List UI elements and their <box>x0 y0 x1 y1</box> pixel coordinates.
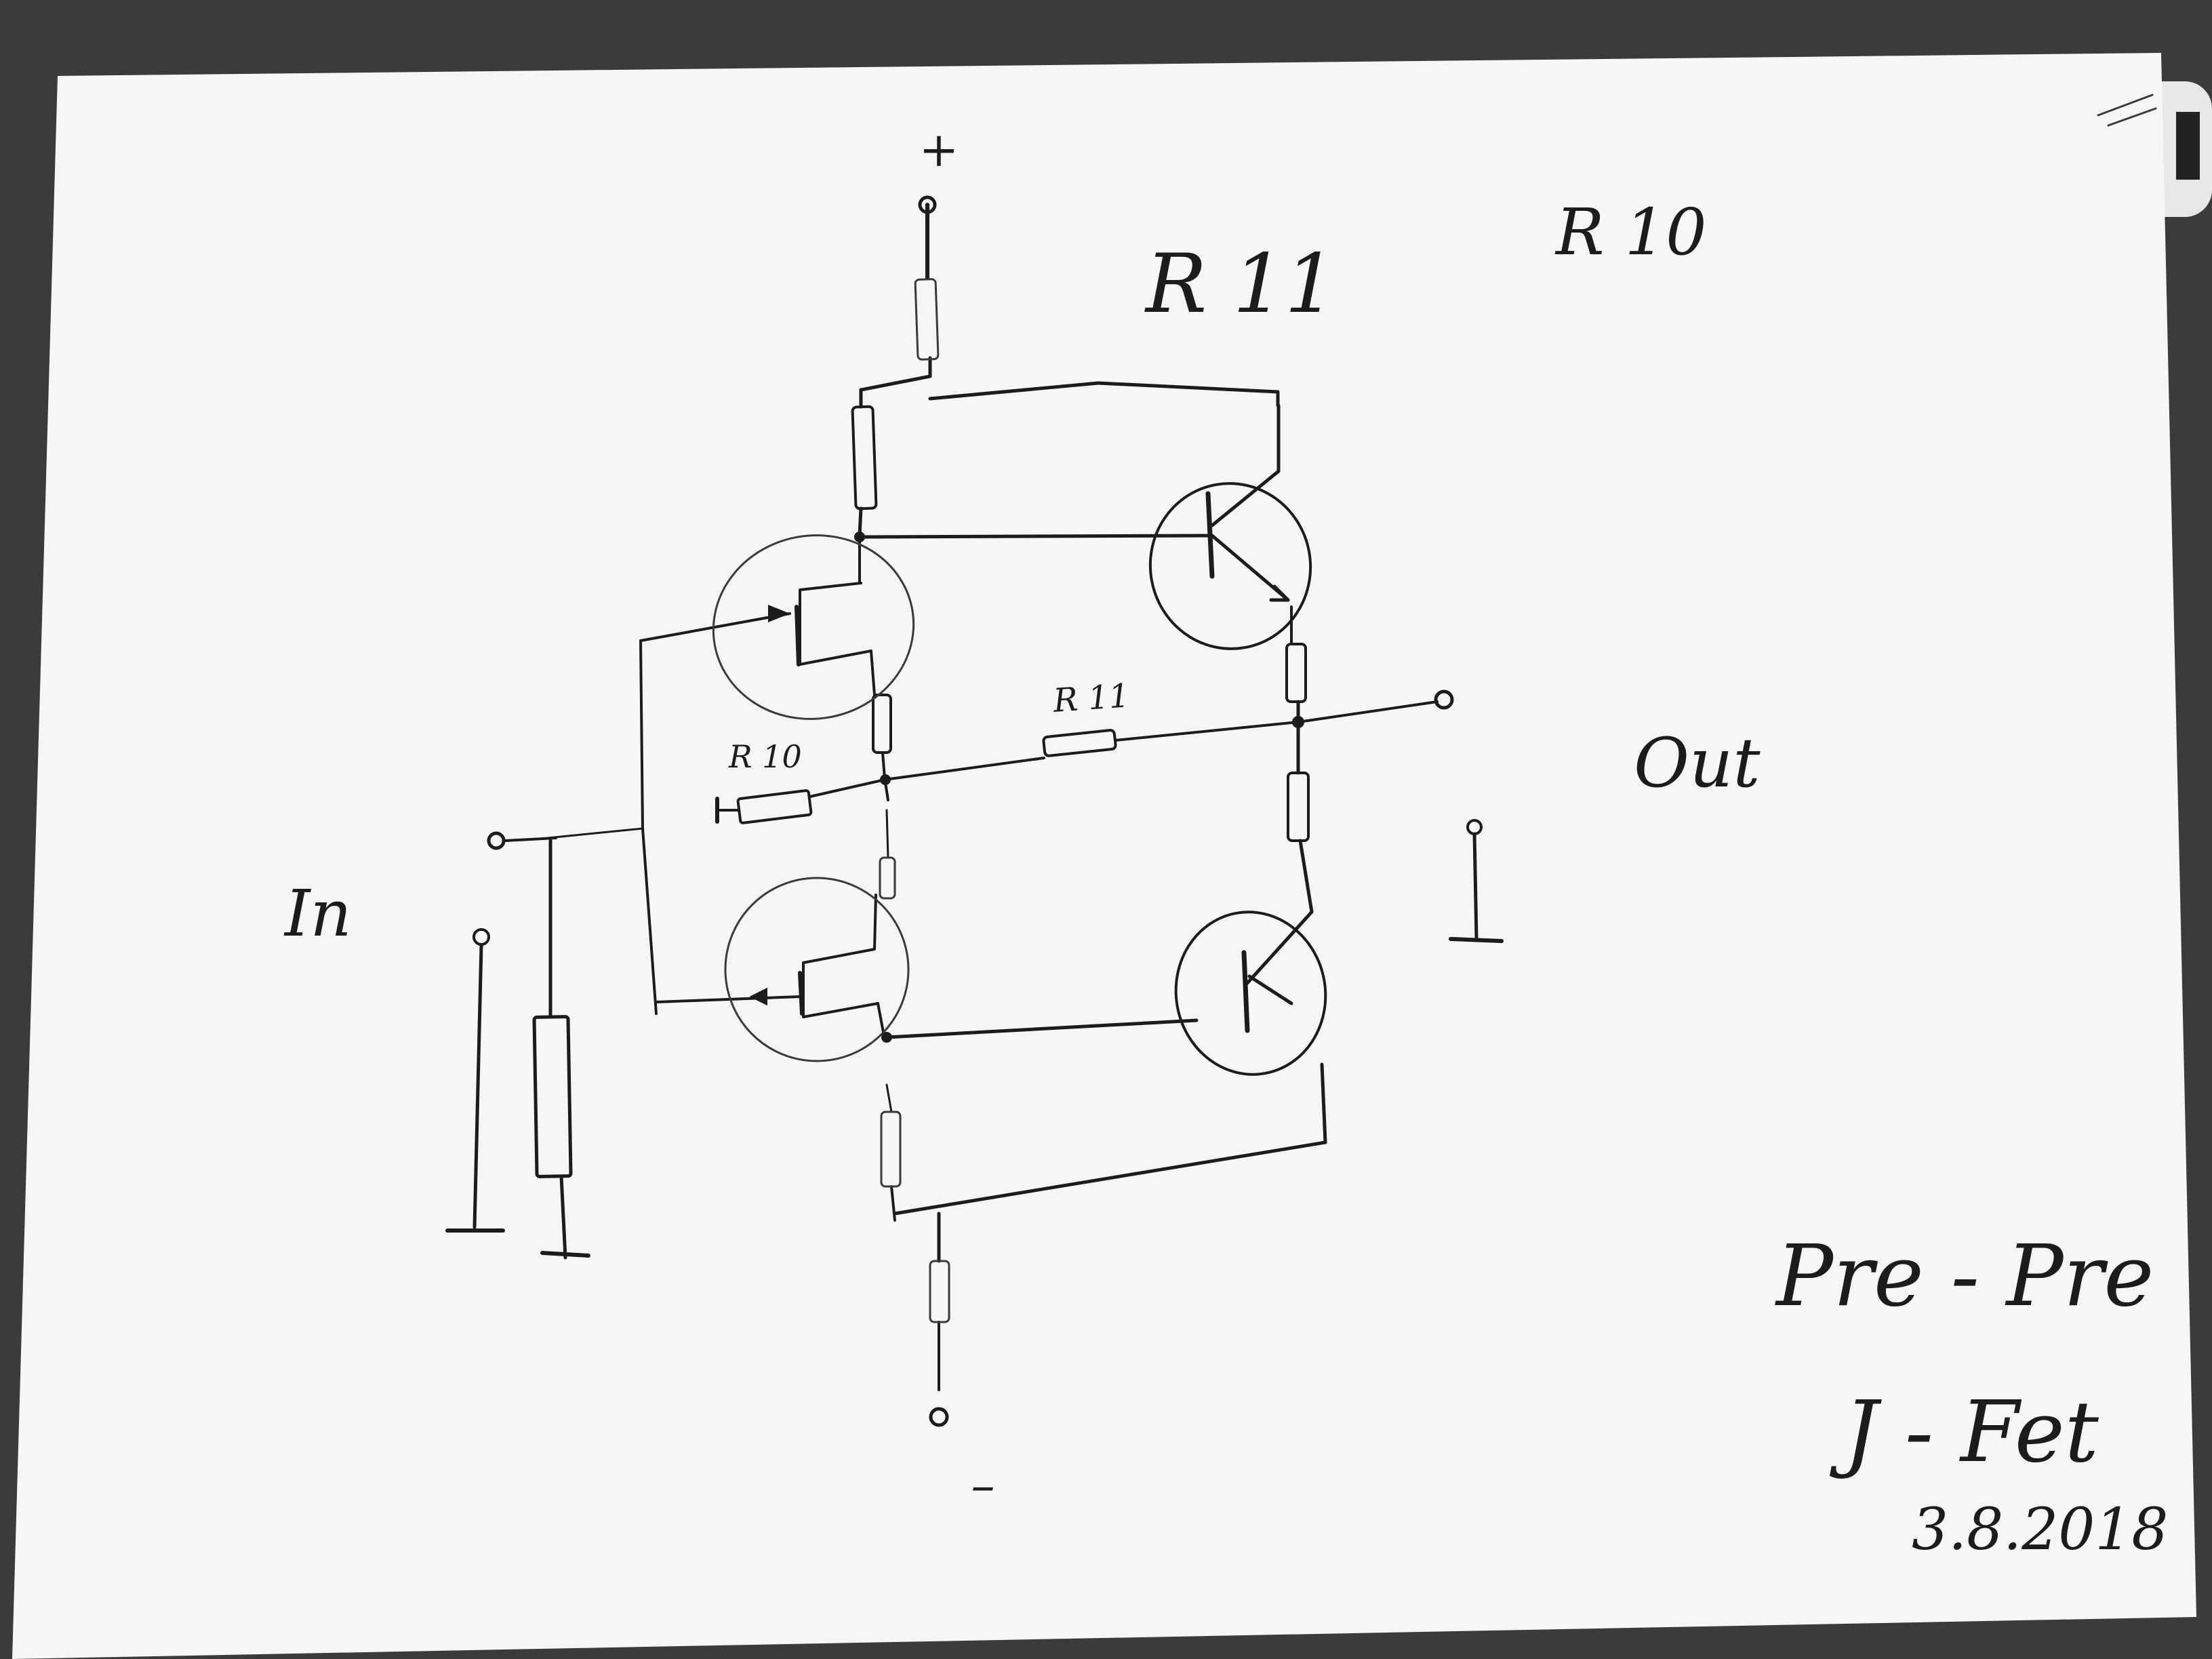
label-date: 3.8.2018 <box>1912 1496 2169 1563</box>
resistor-upper-source <box>872 694 892 754</box>
terminal-output <box>1434 689 1483 835</box>
label-resistor-r11: R 11 <box>1051 677 1131 720</box>
resistor-upper-emitter <box>1285 643 1307 703</box>
paper-corner-mark <box>2097 94 2157 127</box>
jfet-lower <box>724 877 910 1062</box>
resistors <box>532 278 1310 1323</box>
resistor-supply-top <box>914 278 940 361</box>
label-supply-negative: – <box>971 1458 995 1513</box>
label-header-r10: R 10 <box>1554 195 1707 270</box>
terminal-plus <box>918 195 937 214</box>
resistor-lower-emitter <box>1287 772 1310 842</box>
object-at-edge-mark <box>2176 112 2200 180</box>
label-header-r11: R 11 <box>1144 237 1336 332</box>
junction-dots <box>854 532 1304 1043</box>
resistor-lower-drain <box>880 1111 902 1188</box>
resistor-r11 <box>1042 729 1117 757</box>
terminal-minus <box>929 1407 949 1427</box>
terminal-input <box>472 831 506 946</box>
resistor-lower-source <box>879 856 896 900</box>
resistor-r10 <box>736 789 813 824</box>
label-title-line1: Pre - Pre <box>1775 1227 2154 1325</box>
wires <box>445 203 1504 1391</box>
resistor-input <box>532 1015 573 1178</box>
bjt-lower <box>1174 910 1327 1076</box>
resistor-supply-bottom <box>929 1260 950 1323</box>
resistor-upper-drain <box>851 405 878 511</box>
paper-sheet <box>12 53 2196 1659</box>
label-title-line2: J - Fet <box>1830 1383 2099 1481</box>
jfet-upper <box>712 534 915 720</box>
bjt-upper <box>1148 469 1312 650</box>
label-input: In <box>283 877 352 951</box>
label-supply-positive: + <box>919 122 959 178</box>
label-resistor-r10: R 10 <box>728 738 802 775</box>
label-output: Out <box>1634 723 1761 803</box>
